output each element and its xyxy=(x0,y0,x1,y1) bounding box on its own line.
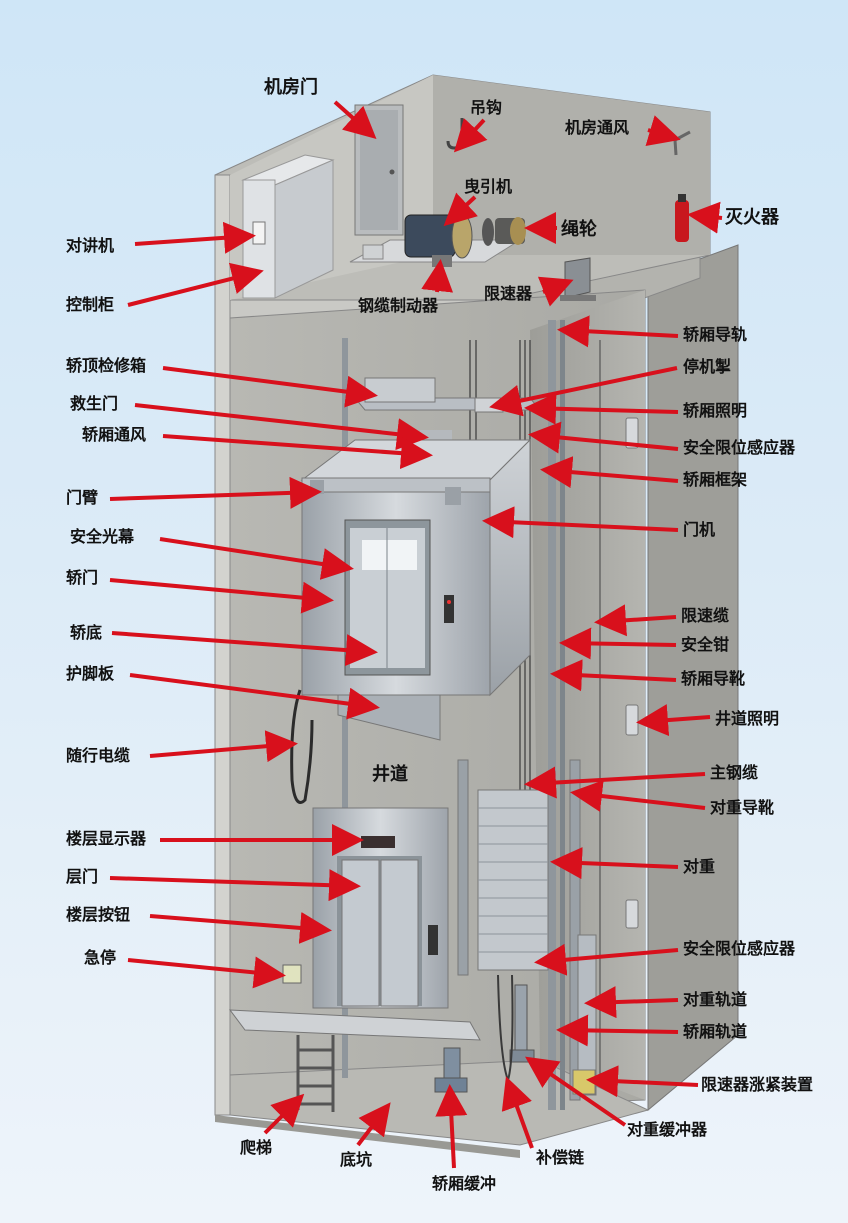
arrow-toe-guard xyxy=(129,673,380,720)
arrow-car-top-box xyxy=(162,366,378,408)
label-comp-chain: 补偿链 xyxy=(536,1148,585,1167)
arrow-door-operator xyxy=(482,506,679,539)
arrow-light-curtain xyxy=(159,537,354,580)
label-hook: 吊钩 xyxy=(470,98,503,117)
arrow-pit xyxy=(356,1102,391,1147)
label-car-rail: 轿厢轨道 xyxy=(683,1022,748,1041)
label-rope-brake: 钢缆制动器 xyxy=(358,296,439,315)
arrow-hook xyxy=(453,118,488,153)
arrow-rescue-door xyxy=(134,403,429,451)
label-car-vent: 轿厢通风 xyxy=(82,425,147,444)
arrow-rope-brake xyxy=(421,259,454,293)
label-landing-door: 层门 xyxy=(66,867,99,886)
label-control-cabinet: 控制柜 xyxy=(66,295,115,314)
arrow-car-vent xyxy=(162,434,433,470)
arrow-extinguisher xyxy=(687,201,723,234)
arrow-vent xyxy=(645,115,681,146)
arrow-car-guide-rail xyxy=(557,315,679,348)
label-emergency-stop: 急停 xyxy=(84,948,117,967)
label-extinguisher: 灭火器 xyxy=(725,207,779,228)
arrow-door-arm xyxy=(109,476,322,509)
label-car-guide-shoe: 轿厢导靴 xyxy=(681,669,746,688)
arrow-machine-room-door xyxy=(333,100,377,139)
label-cw-buffer: 对重缓冲器 xyxy=(627,1120,708,1139)
label-car-buffer: 轿厢缓冲 xyxy=(432,1174,497,1193)
arrow-car-buffer xyxy=(435,1084,468,1169)
arrow-car-door xyxy=(109,578,334,614)
label-car-lighting: 轿厢照明 xyxy=(683,401,748,420)
label-light-curtain: 安全光幕 xyxy=(70,527,135,546)
arrow-car-guide-shoe xyxy=(550,659,677,692)
label-rescue-door: 救生门 xyxy=(70,394,119,413)
arrow-car-rail xyxy=(556,1014,679,1047)
label-door-operator: 门机 xyxy=(683,520,716,539)
arrow-safety-gear xyxy=(559,627,677,660)
label-floor-indicator: 楼层显示器 xyxy=(66,829,147,848)
arrow-shaft-lighting xyxy=(636,704,711,737)
label-safety-gear: 安全钳 xyxy=(681,635,730,654)
arrow-traction xyxy=(443,192,478,227)
label-tension-device: 限速器涨紧装置 xyxy=(701,1075,814,1094)
arrow-governor-rope xyxy=(594,604,677,637)
label-main-rope: 主钢缆 xyxy=(710,763,759,782)
arrow-limit-sensor-bottom xyxy=(534,943,679,976)
label-limit-sensor-top: 安全限位感应器 xyxy=(683,438,796,457)
arrow-main-rope xyxy=(524,766,706,799)
arrow-counterweight xyxy=(550,847,679,880)
label-car-door: 轿门 xyxy=(66,568,99,587)
arrow-floor-buttons xyxy=(149,911,332,944)
label-pit: 底坑 xyxy=(340,1150,373,1169)
label-traction-machine: 曳引机 xyxy=(464,177,513,196)
arrow-cw-buffer xyxy=(525,1056,627,1127)
label-car-frame: 轿厢框架 xyxy=(683,470,748,489)
arrow-comp-chain xyxy=(501,1076,534,1149)
label-travel-cable: 随行电缆 xyxy=(66,746,131,765)
label-car-top-box: 轿顶检修箱 xyxy=(66,356,147,375)
label-cw-guide-shoe: 对重导靴 xyxy=(710,798,775,817)
arrow-car-frame xyxy=(540,456,679,489)
label-machine-room-vent: 机房通风 xyxy=(565,118,630,137)
arrow-tension-device xyxy=(586,1065,699,1098)
arrow-cw-rail xyxy=(584,986,679,1019)
label-speed-governor: 限速器 xyxy=(484,284,533,303)
label-toe-guard: 护脚板 xyxy=(66,664,115,683)
label-intercom: 对讲机 xyxy=(66,236,115,255)
label-stop-switch: 停机掣 xyxy=(683,357,732,376)
label-governor-rope: 限速缆 xyxy=(681,606,730,625)
arrow-governor xyxy=(537,276,574,307)
arrow-cw-guide-shoe xyxy=(570,780,706,812)
label-shaft-lighting: 井道照明 xyxy=(715,709,780,728)
label-hoistway: 井道 xyxy=(372,764,408,785)
label-door-arm: 门臂 xyxy=(66,488,99,507)
arrow-intercom xyxy=(134,221,256,254)
arrow-travel-cable xyxy=(149,730,298,763)
arrow-landing-door xyxy=(109,869,361,902)
label-cw-rail: 对重轨道 xyxy=(683,990,748,1009)
arrow-emergency-stop xyxy=(127,956,286,989)
arrow-ladder xyxy=(263,1093,305,1135)
label-floor-buttons: 楼层按钮 xyxy=(66,905,131,924)
arrows xyxy=(109,100,723,1169)
arrow-control-cabinet xyxy=(127,262,264,307)
label-sheave: 绳轮 xyxy=(561,219,597,240)
label-limit-sensor-bottom: 安全限位感应器 xyxy=(683,939,796,958)
arrow-car-floor xyxy=(111,631,378,667)
label-machine-room-door: 机房门 xyxy=(264,77,318,98)
shaft-internals xyxy=(290,320,639,1110)
label-counterweight: 对重 xyxy=(683,857,716,876)
arrow-car-lighting xyxy=(524,392,679,425)
label-car-guide-rail: 轿厢导轨 xyxy=(683,325,748,344)
label-car-floor: 轿底 xyxy=(70,623,103,642)
arrow-limit-sensor-top xyxy=(528,421,679,454)
label-ladder: 爬梯 xyxy=(240,1138,273,1157)
